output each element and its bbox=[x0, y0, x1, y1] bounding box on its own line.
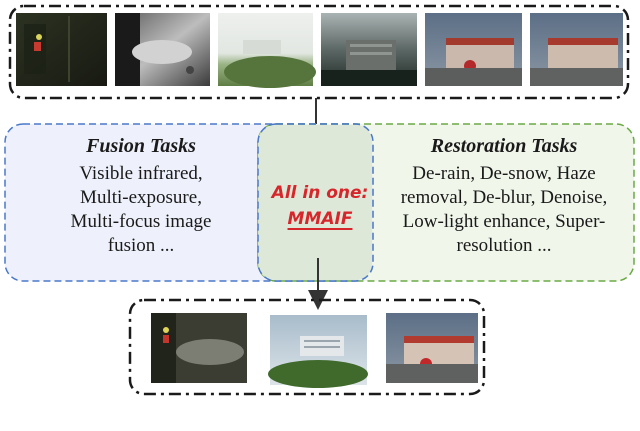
input-image-blurry-restaurant bbox=[425, 13, 522, 86]
fusion-line: Multi-exposure, bbox=[30, 186, 252, 210]
restoration-line: De-rain, De-snow, Haze bbox=[378, 162, 630, 186]
restoration-panel-content: Restoration Tasks De-rain, De-snow, Haze… bbox=[378, 134, 630, 258]
output-image-fused-night bbox=[151, 313, 247, 383]
center-label-line1: All in one: bbox=[258, 183, 382, 203]
input-image-restaurant bbox=[530, 13, 623, 86]
restoration-line: resolution ... bbox=[378, 234, 630, 258]
restoration-line: removal, De-blur, Denoise, bbox=[378, 186, 630, 210]
fusion-line: fusion ... bbox=[30, 234, 252, 258]
input-image-rainy-building bbox=[321, 13, 417, 86]
restoration-line: Low-light enhance, Super- bbox=[378, 210, 630, 234]
output-image-restored-building bbox=[268, 315, 368, 388]
fusion-line: Multi-focus image bbox=[30, 210, 252, 234]
center-label-model-name: MMAIF bbox=[258, 209, 382, 229]
restoration-title: Restoration Tasks bbox=[378, 134, 630, 158]
fusion-panel-content: Fusion Tasks Visible infrared, Multi-exp… bbox=[30, 134, 252, 258]
input-image-overexposed bbox=[115, 13, 210, 86]
input-image-hazy-trees bbox=[218, 13, 316, 88]
output-image-restored-restaurant bbox=[386, 313, 478, 383]
fusion-title: Fusion Tasks bbox=[30, 134, 252, 158]
input-image-night-infrared bbox=[16, 13, 107, 86]
fusion-line: Visible infrared, bbox=[30, 162, 252, 186]
